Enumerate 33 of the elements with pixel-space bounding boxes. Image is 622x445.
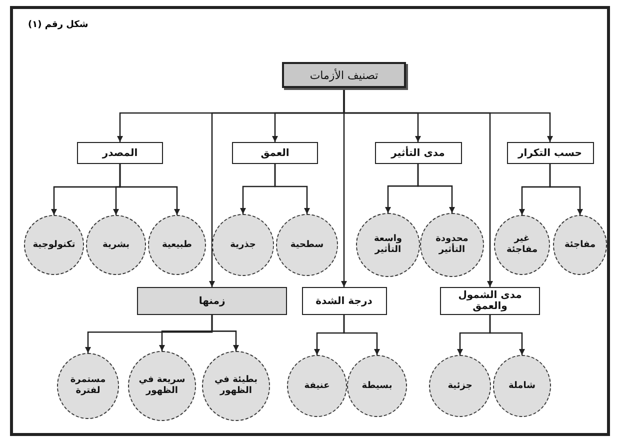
- category-box: مدى التأثير: [374, 142, 462, 164]
- type-circle: بسيطة: [347, 355, 407, 417]
- type-circle: غير مفاجئة: [494, 215, 550, 275]
- type-circle: بشرية: [86, 215, 146, 275]
- category-box: المصدر: [77, 142, 163, 164]
- connector-arrow: [489, 315, 525, 355]
- connector-arrow: [211, 315, 239, 351]
- figure-caption: شكل رقم (١): [28, 20, 88, 30]
- category-box: مدى الشمول والعمق: [440, 287, 540, 315]
- connector-arrow: [119, 164, 180, 215]
- category-box: العمق: [232, 142, 318, 164]
- type-circle: طبيعية: [148, 215, 206, 275]
- category-box: زمنها: [137, 287, 287, 315]
- category-box: درجة الشدة: [302, 287, 386, 315]
- type-circle: محدودة التأثير: [420, 213, 484, 277]
- type-circle: بطيئة في الظهور: [202, 351, 270, 421]
- type-circle: شاملة: [493, 355, 551, 417]
- type-circle: مستمرة لفترة: [57, 353, 119, 419]
- title-box: تصنيف الأزمات: [282, 62, 406, 88]
- connector-arrow: [343, 315, 380, 355]
- connector-arrow: [417, 164, 455, 213]
- type-circle: تكنولوجية: [24, 215, 84, 275]
- type-circle: عنيفة: [287, 355, 347, 417]
- type-circle: سريعة في الظهور: [128, 351, 196, 421]
- type-circle: سطحية: [276, 214, 338, 276]
- type-circle: واسعة التأثير: [356, 213, 420, 277]
- type-circle: جذرية: [212, 214, 274, 276]
- category-box: حسب التكرار: [506, 142, 594, 164]
- type-circle: مفاجئة: [553, 215, 607, 275]
- connector-arrow: [549, 164, 583, 215]
- type-circle: جزئية: [429, 355, 491, 417]
- connector-arrow: [274, 164, 310, 214]
- connector-arrow: [343, 88, 493, 287]
